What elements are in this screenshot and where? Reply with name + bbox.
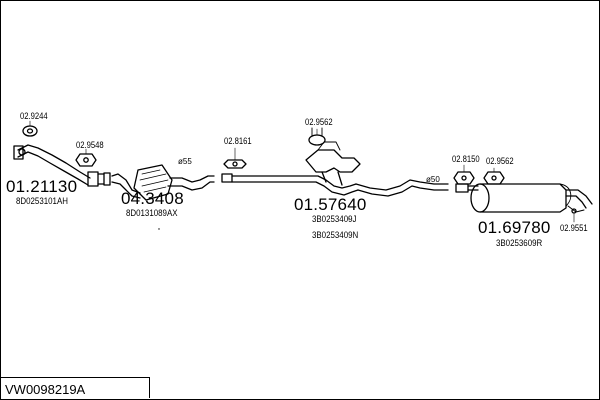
diameter-label-50: ø50 — [426, 175, 440, 184]
rear-silencer-part — [455, 183, 593, 213]
accessory-label-02-9244: 02.9244 — [20, 111, 48, 121]
accessory-label-02-9562: 02.9562 — [305, 117, 333, 127]
reference-code: VW0098219A — [5, 382, 86, 397]
part-number-rear-silencer: 01.69780 — [478, 218, 551, 237]
part-number-catalytic-converter: 04.3408 — [121, 189, 184, 208]
part-number-front-pipe: 01.21130 — [6, 177, 78, 196]
leader-lines — [29, 120, 575, 223]
accessory-label-02-9551: 02.9551 — [560, 223, 588, 233]
part-number-middle-silencer: 01.57640 — [294, 195, 367, 214]
catalytic-converter-part — [111, 164, 215, 201]
reference-code-box: VW0098219A — [0, 377, 150, 398]
accessory-gasket-1 — [22, 125, 38, 137]
accessory-gasket-3 — [223, 159, 247, 169]
middle-silencer-part — [221, 141, 449, 197]
accessory-label-02-8150: 02.8150 — [452, 154, 480, 164]
accessory-clamp-6 — [483, 171, 505, 185]
oem-number-middle-silencer-1: 3B0253409J — [312, 214, 357, 224]
accessory-gasket-2 — [75, 153, 97, 167]
oem-number-rear-silencer: 3B0253609R — [496, 238, 543, 248]
front-pipe-part — [13, 144, 111, 187]
accessory-clamp-5 — [453, 171, 475, 185]
oem-number-catalytic-converter: 8D0131089AX — [126, 208, 178, 218]
accessory-label-02-9548: 02.9548 — [76, 140, 104, 150]
oem-number-middle-silencer-2: 3B0253409N — [312, 230, 359, 240]
diameter-label-55: ø55 — [178, 157, 192, 166]
oem-number-front-pipe: 8D0253101AH — [16, 196, 68, 206]
accessory-label-02-8161: 02.8161 — [224, 136, 252, 146]
accessory-hanger-7 — [567, 205, 585, 214]
accessory-label-02-9562-second: 02.9562 — [486, 156, 514, 166]
